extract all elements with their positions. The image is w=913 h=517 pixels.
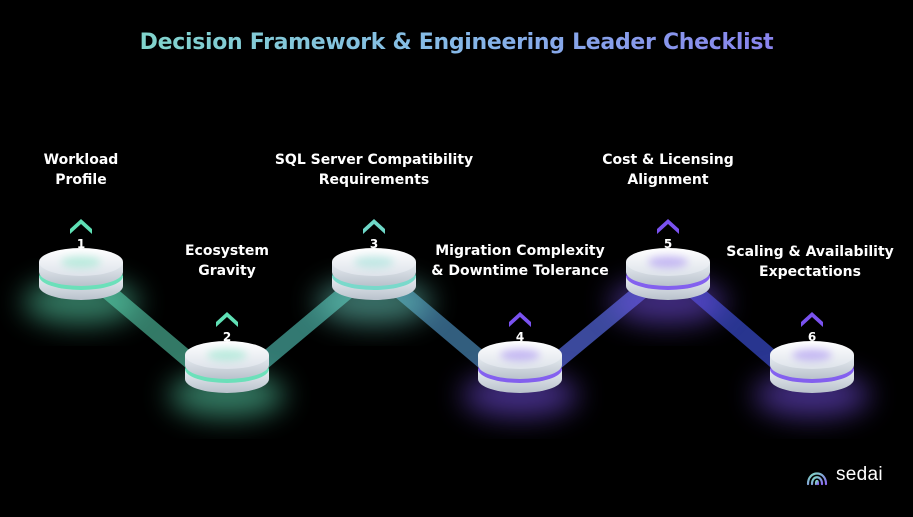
step-5-disc [626,248,710,300]
step-3-number: 3 [370,237,378,251]
step-4-label-line1: Migration Complexity [435,243,605,259]
step-6-label-line1: Scaling & Availability [726,244,894,260]
step-2-number: 2 [223,330,231,344]
step-1-label-line2: Profile [55,172,107,188]
step-3-disc-center-glow [354,256,394,268]
disc-group: 1 2 3 4 5 6 [39,219,854,393]
step-5-label-line1: Cost & Licensing [602,152,734,168]
step-3-label: SQL Server Compatibility Requirements [254,150,494,190]
step-3-label-line2: Requirements [318,172,430,188]
step-4-number: 4 [516,330,524,344]
step-1-chevron-icon [70,219,92,234]
step-1-disc-center-glow [61,256,101,268]
step-2-label-line1: Ecosystem [184,243,270,259]
step-5-disc-center-glow [648,256,688,268]
step-4-disc [478,341,562,393]
step-2-disc-center-glow [207,349,247,361]
step-1-label: Workload Profile [0,150,201,190]
brand-name: sedai [836,464,883,485]
step-4-chevron-icon [509,312,531,327]
glow-group [23,280,870,417]
step-5-label: Cost & Licensing Alignment [548,150,788,190]
step-6-disc [770,341,854,393]
step-4-disc-center-glow [500,349,540,361]
sedai-logo-icon [806,472,828,486]
step-4-label-line2: & Downtime Tolerance [431,263,609,279]
step-2-chevron-icon [216,312,238,327]
step-6-disc-center-glow [792,349,832,361]
step-5-chevron-icon [657,219,679,234]
page-title: Decision Framework & Engineering Leader … [0,30,913,55]
step-2-label-line2: Gravity [198,263,256,279]
brand-logo: sedai [804,462,883,488]
step-2-disc [185,341,269,393]
step-6-number: 6 [808,330,816,344]
step-1-number: 1 [77,237,85,251]
step-1-disc [39,248,123,300]
step-3-label-line1: SQL Server Compatibility [274,152,474,168]
step-6-chevron-icon [801,312,823,327]
step-2-label: Ecosystem Gravity [107,241,347,281]
step-3-disc [332,248,416,300]
step-1-label-line1: Workload [43,152,119,168]
step-4-label: Migration Complexity & Downtime Toleranc… [400,241,640,281]
step-6-label: Scaling & Availability Expectations [690,242,913,282]
step-6-label-line2: Expectations [759,264,861,280]
step-3-chevron-icon [363,219,385,234]
step-5-label-line2: Alignment [627,172,709,188]
step-5-number: 5 [664,237,672,251]
